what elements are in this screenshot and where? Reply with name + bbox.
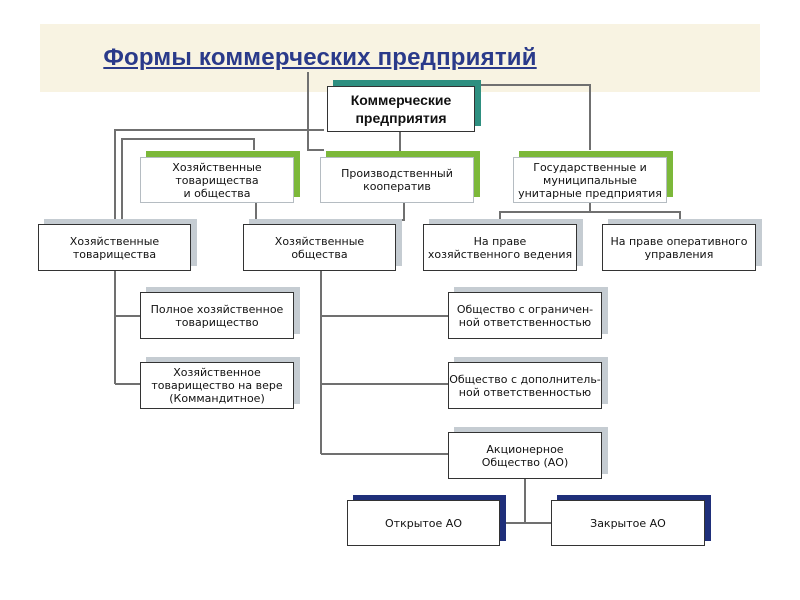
node-joint-stock-company: Акционерное Общество (АО) xyxy=(448,432,602,479)
node-label: На праве хозяйственного ведения xyxy=(427,234,573,261)
node-label: На праве оперативного управления xyxy=(610,234,748,261)
node-additional-liability-company: Общество с дополнитель- ной ответственно… xyxy=(448,362,602,409)
connector-state-split xyxy=(499,200,591,222)
root-node-commercial-enterprises: Коммерческие предприятия xyxy=(327,86,475,132)
node-label: Производственный кооператив xyxy=(341,167,453,193)
node-label: Общество с дополнитель- ной ответственно… xyxy=(449,372,601,399)
root-node-label: Коммерческие предприятия xyxy=(350,92,452,126)
node-limited-partnership: Хозяйственное товарищество на вере (Комм… xyxy=(140,362,294,409)
node-operational-management-right: На праве оперативного управления xyxy=(602,224,756,271)
node-label: Открытое АО xyxy=(385,516,462,530)
header-band xyxy=(40,24,760,92)
node-closed-jsc: Закрытое АО xyxy=(551,500,705,546)
connector-group-inner xyxy=(121,138,255,222)
node-label: Акционерное Общество (АО) xyxy=(481,442,569,469)
node-llc: Общество с ограничен- ной ответственност… xyxy=(448,292,602,339)
node-label: Хозяйственное товарищество на вере (Комм… xyxy=(151,366,283,405)
connector-root-left xyxy=(307,72,324,151)
connector-cooperative-drop xyxy=(319,200,405,222)
node-label: Хозяйственные товарищества и общества xyxy=(172,160,262,200)
node-business-companies: Хозяйственные общества xyxy=(243,224,396,271)
node-label: Закрытое АО xyxy=(590,516,666,530)
connector-group-top xyxy=(114,129,324,222)
page-title: Формы коммерческих предприятий xyxy=(103,44,537,71)
node-state-municipal-enterprises: Государственные и муниципальные унитарны… xyxy=(513,157,667,203)
node-business-partnerships: Хозяйственные товарищества xyxy=(38,224,191,271)
connector-state-right xyxy=(590,211,681,222)
connector-root-right xyxy=(480,84,591,150)
node-full-partnership: Полное хозяйственное товарищество xyxy=(140,292,294,339)
node-production-cooperative: Производственный кооператив xyxy=(320,157,474,203)
node-label: Полное хозяйственное товарищество xyxy=(150,302,284,329)
node-economic-management-right: На праве хозяйственного ведения xyxy=(423,224,577,271)
node-open-jsc: Открытое АО xyxy=(347,500,500,546)
node-business-partnerships-and-companies: Хозяйственные товарищества и общества xyxy=(140,157,294,203)
node-label: Хозяйственные общества xyxy=(274,234,365,261)
node-label: Государственные и муниципальные унитарны… xyxy=(518,160,662,200)
node-label: Хозяйственные товарищества xyxy=(69,234,160,261)
node-label: Общество с ограничен- ной ответственност… xyxy=(456,302,594,329)
